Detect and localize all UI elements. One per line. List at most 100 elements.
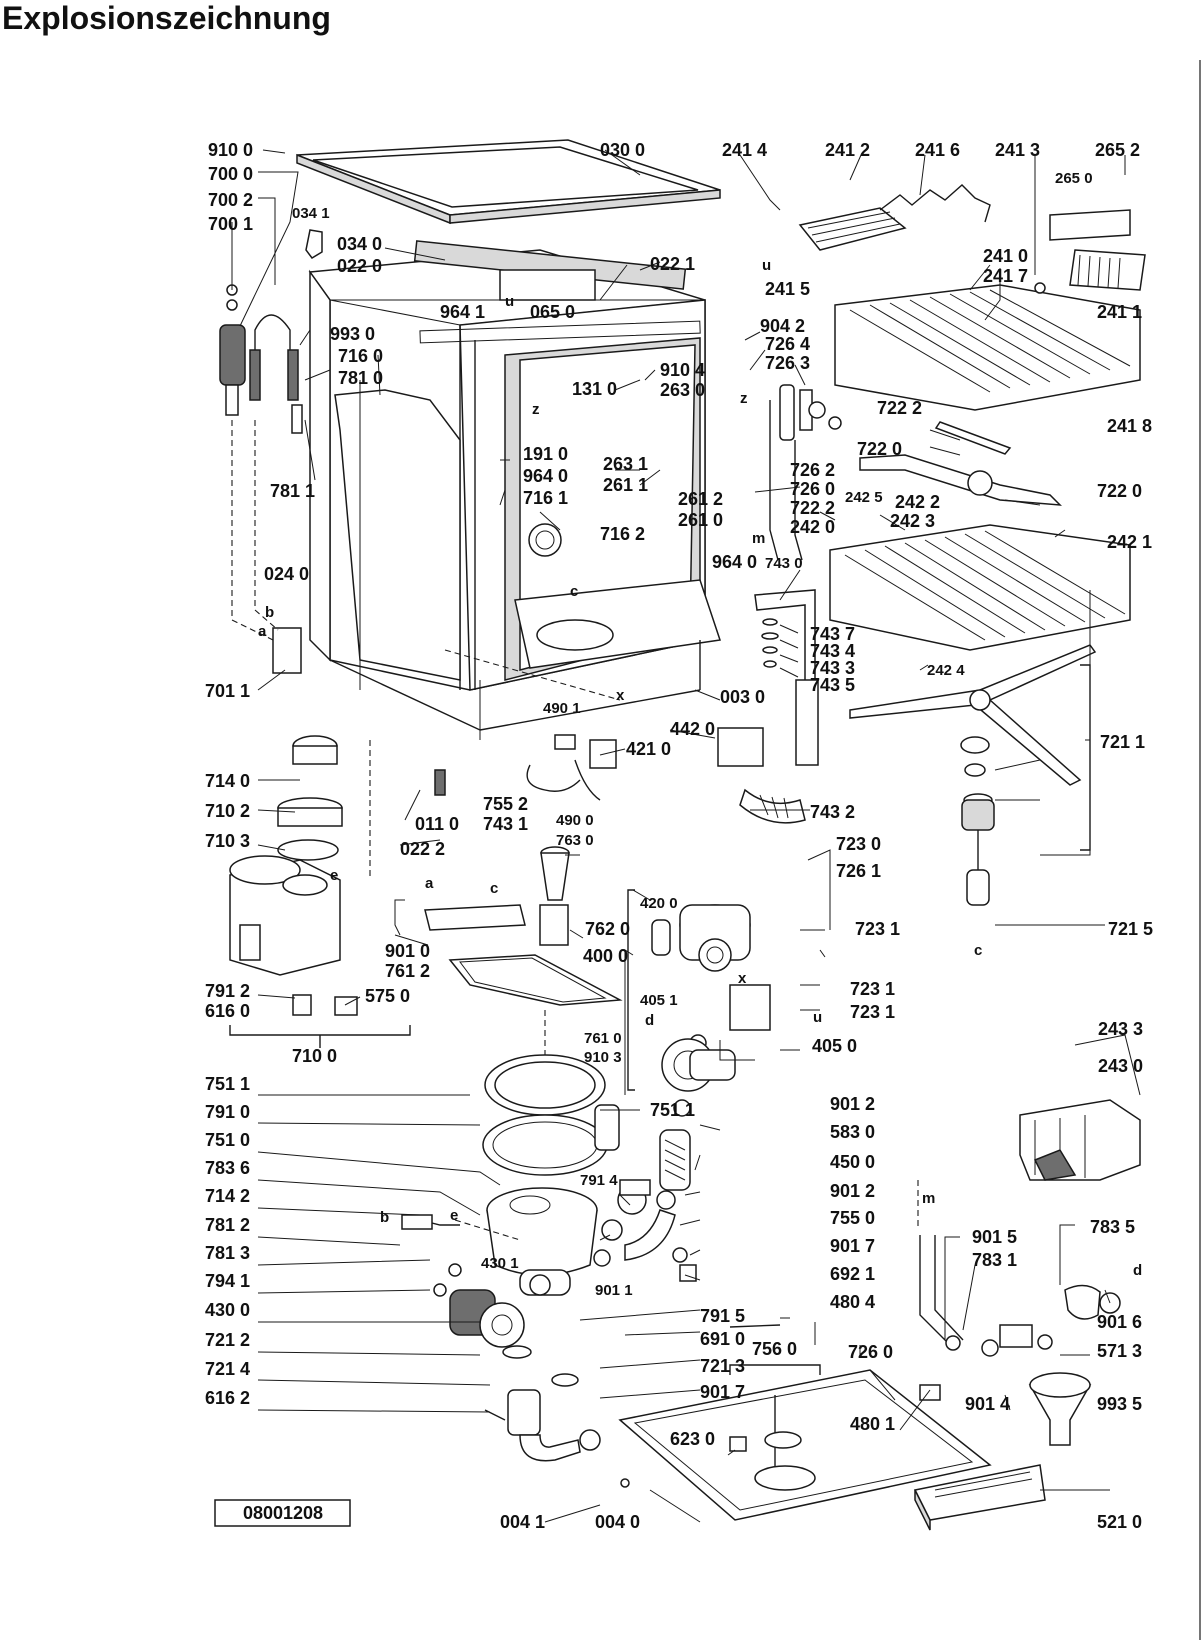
part-label: 691 0 (700, 1329, 745, 1349)
upper-basket (798, 184, 1146, 411)
part-label: 743 3 (810, 658, 855, 678)
part-label: 242 5 (845, 489, 883, 506)
part-label: 616 0 (205, 1001, 250, 1021)
part-label: 791 5 (700, 1306, 745, 1326)
part-label: 242 1 (1107, 532, 1152, 552)
reference-letters: a b c x z z m u u e a c x d c b e m d u (258, 257, 1142, 1279)
part-label: 034 1 (292, 205, 330, 222)
water-softener (229, 735, 526, 1016)
drawing-parts (219, 139, 1146, 1531)
part-label: 964 0 (523, 466, 568, 486)
part-label: 243 3 (1098, 1019, 1143, 1039)
reference-letter: x (738, 970, 747, 987)
part-label: 722 2 (877, 398, 922, 418)
part-label: 791 4 (580, 1172, 618, 1189)
part-label: 430 0 (205, 1300, 250, 1320)
part-label: 910 3 (584, 1049, 622, 1066)
drain-connector (484, 1345, 601, 1462)
drawing-number-box: 08001208 (214, 1499, 351, 1527)
part-label: 004 1 (500, 1512, 545, 1532)
part-label: 623 0 (670, 1429, 715, 1449)
part-label: 723 1 (850, 1002, 895, 1022)
part-label: 241 5 (765, 279, 810, 299)
part-label: 022 0 (337, 256, 382, 276)
part-label: 726 4 (765, 334, 810, 354)
part-label: 710 2 (205, 801, 250, 821)
part-label: 400 0 (583, 946, 628, 966)
part-labels: 910 0 700 0 700 2 700 1 034 1 034 0 022 … (205, 140, 1153, 1532)
part-label: 722 0 (1097, 481, 1142, 501)
part-label: 405 1 (640, 992, 678, 1009)
part-label: 450 0 (830, 1152, 875, 1172)
part-label: 490 1 (543, 700, 581, 717)
part-label: 901 5 (972, 1227, 1017, 1247)
part-label: 901 4 (965, 1394, 1010, 1414)
part-label: 794 1 (205, 1271, 250, 1291)
part-label: 721 1 (1100, 732, 1145, 752)
part-label: 692 1 (830, 1264, 875, 1284)
part-label: 743 5 (810, 675, 855, 695)
part-label: 003 0 (720, 687, 765, 707)
part-label: 762 0 (585, 919, 630, 939)
group-bracket-721 (1080, 664, 1091, 851)
part-label: 964 0 (712, 552, 757, 572)
reference-letter: a (425, 875, 434, 892)
part-label: 571 3 (1097, 1341, 1142, 1361)
part-label: 751 1 (205, 1074, 250, 1094)
part-label: 243 0 (1098, 1056, 1143, 1076)
part-label: 964 1 (440, 302, 485, 322)
part-label: 263 1 (603, 454, 648, 474)
reference-letter: d (645, 1012, 654, 1029)
part-label: 716 2 (600, 524, 645, 544)
reference-letter: z (740, 390, 748, 407)
part-label: 265 0 (1055, 170, 1093, 187)
part-label: 241 1 (1097, 302, 1142, 322)
left-small-parts (219, 229, 323, 674)
group-bracket-756 (729, 1364, 821, 1375)
part-label: 616 2 (205, 1388, 250, 1408)
part-label: 751 1 (650, 1100, 695, 1120)
filter-parts (448, 846, 623, 1006)
part-label: 263 0 (660, 380, 705, 400)
part-label: 710 0 (292, 1046, 337, 1066)
part-label: 901 1 (595, 1282, 633, 1299)
part-label: 430 1 (481, 1255, 519, 1272)
reference-letter: c (570, 583, 578, 600)
part-label: 901 0 (385, 941, 430, 961)
reference-letter: x (616, 687, 625, 704)
part-label: 242 4 (927, 662, 965, 679)
part-label: 024 0 (264, 564, 309, 584)
part-label: 901 2 (830, 1094, 875, 1114)
part-label: 700 2 (208, 190, 253, 210)
part-label: 901 6 (1097, 1312, 1142, 1332)
part-label: 521 0 (1097, 1512, 1142, 1532)
part-label: 763 0 (556, 832, 594, 849)
reference-letter: b (380, 1209, 389, 1226)
part-label: 420 0 (640, 895, 678, 912)
part-label: 791 2 (205, 981, 250, 1001)
base-plate (618, 1369, 992, 1521)
part-label: 993 5 (1097, 1394, 1142, 1414)
part-label: 726 0 (790, 479, 835, 499)
part-label: 480 1 (850, 1414, 895, 1434)
part-label: 781 3 (205, 1243, 250, 1263)
part-label: 241 2 (825, 140, 870, 160)
part-label: 701 1 (205, 681, 250, 701)
part-label: 710 3 (205, 831, 250, 851)
part-label: 723 1 (850, 979, 895, 999)
part-label: 743 0 (765, 555, 803, 572)
part-label: 583 0 (830, 1122, 875, 1142)
part-label: 904 2 (760, 316, 805, 336)
part-label: 575 0 (365, 986, 410, 1006)
part-label: 022 2 (400, 839, 445, 859)
door-hinge-parts (754, 384, 842, 766)
reference-letter: e (450, 1207, 458, 1224)
part-label: 490 0 (556, 812, 594, 829)
part-label: 004 0 (595, 1512, 640, 1532)
reference-letter: m (752, 530, 765, 547)
part-label: 241 0 (983, 246, 1028, 266)
part-label: 131 0 (572, 379, 617, 399)
part-label: 781 1 (270, 481, 315, 501)
part-label: 743 4 (810, 641, 855, 661)
part-label: 241 7 (983, 266, 1028, 286)
